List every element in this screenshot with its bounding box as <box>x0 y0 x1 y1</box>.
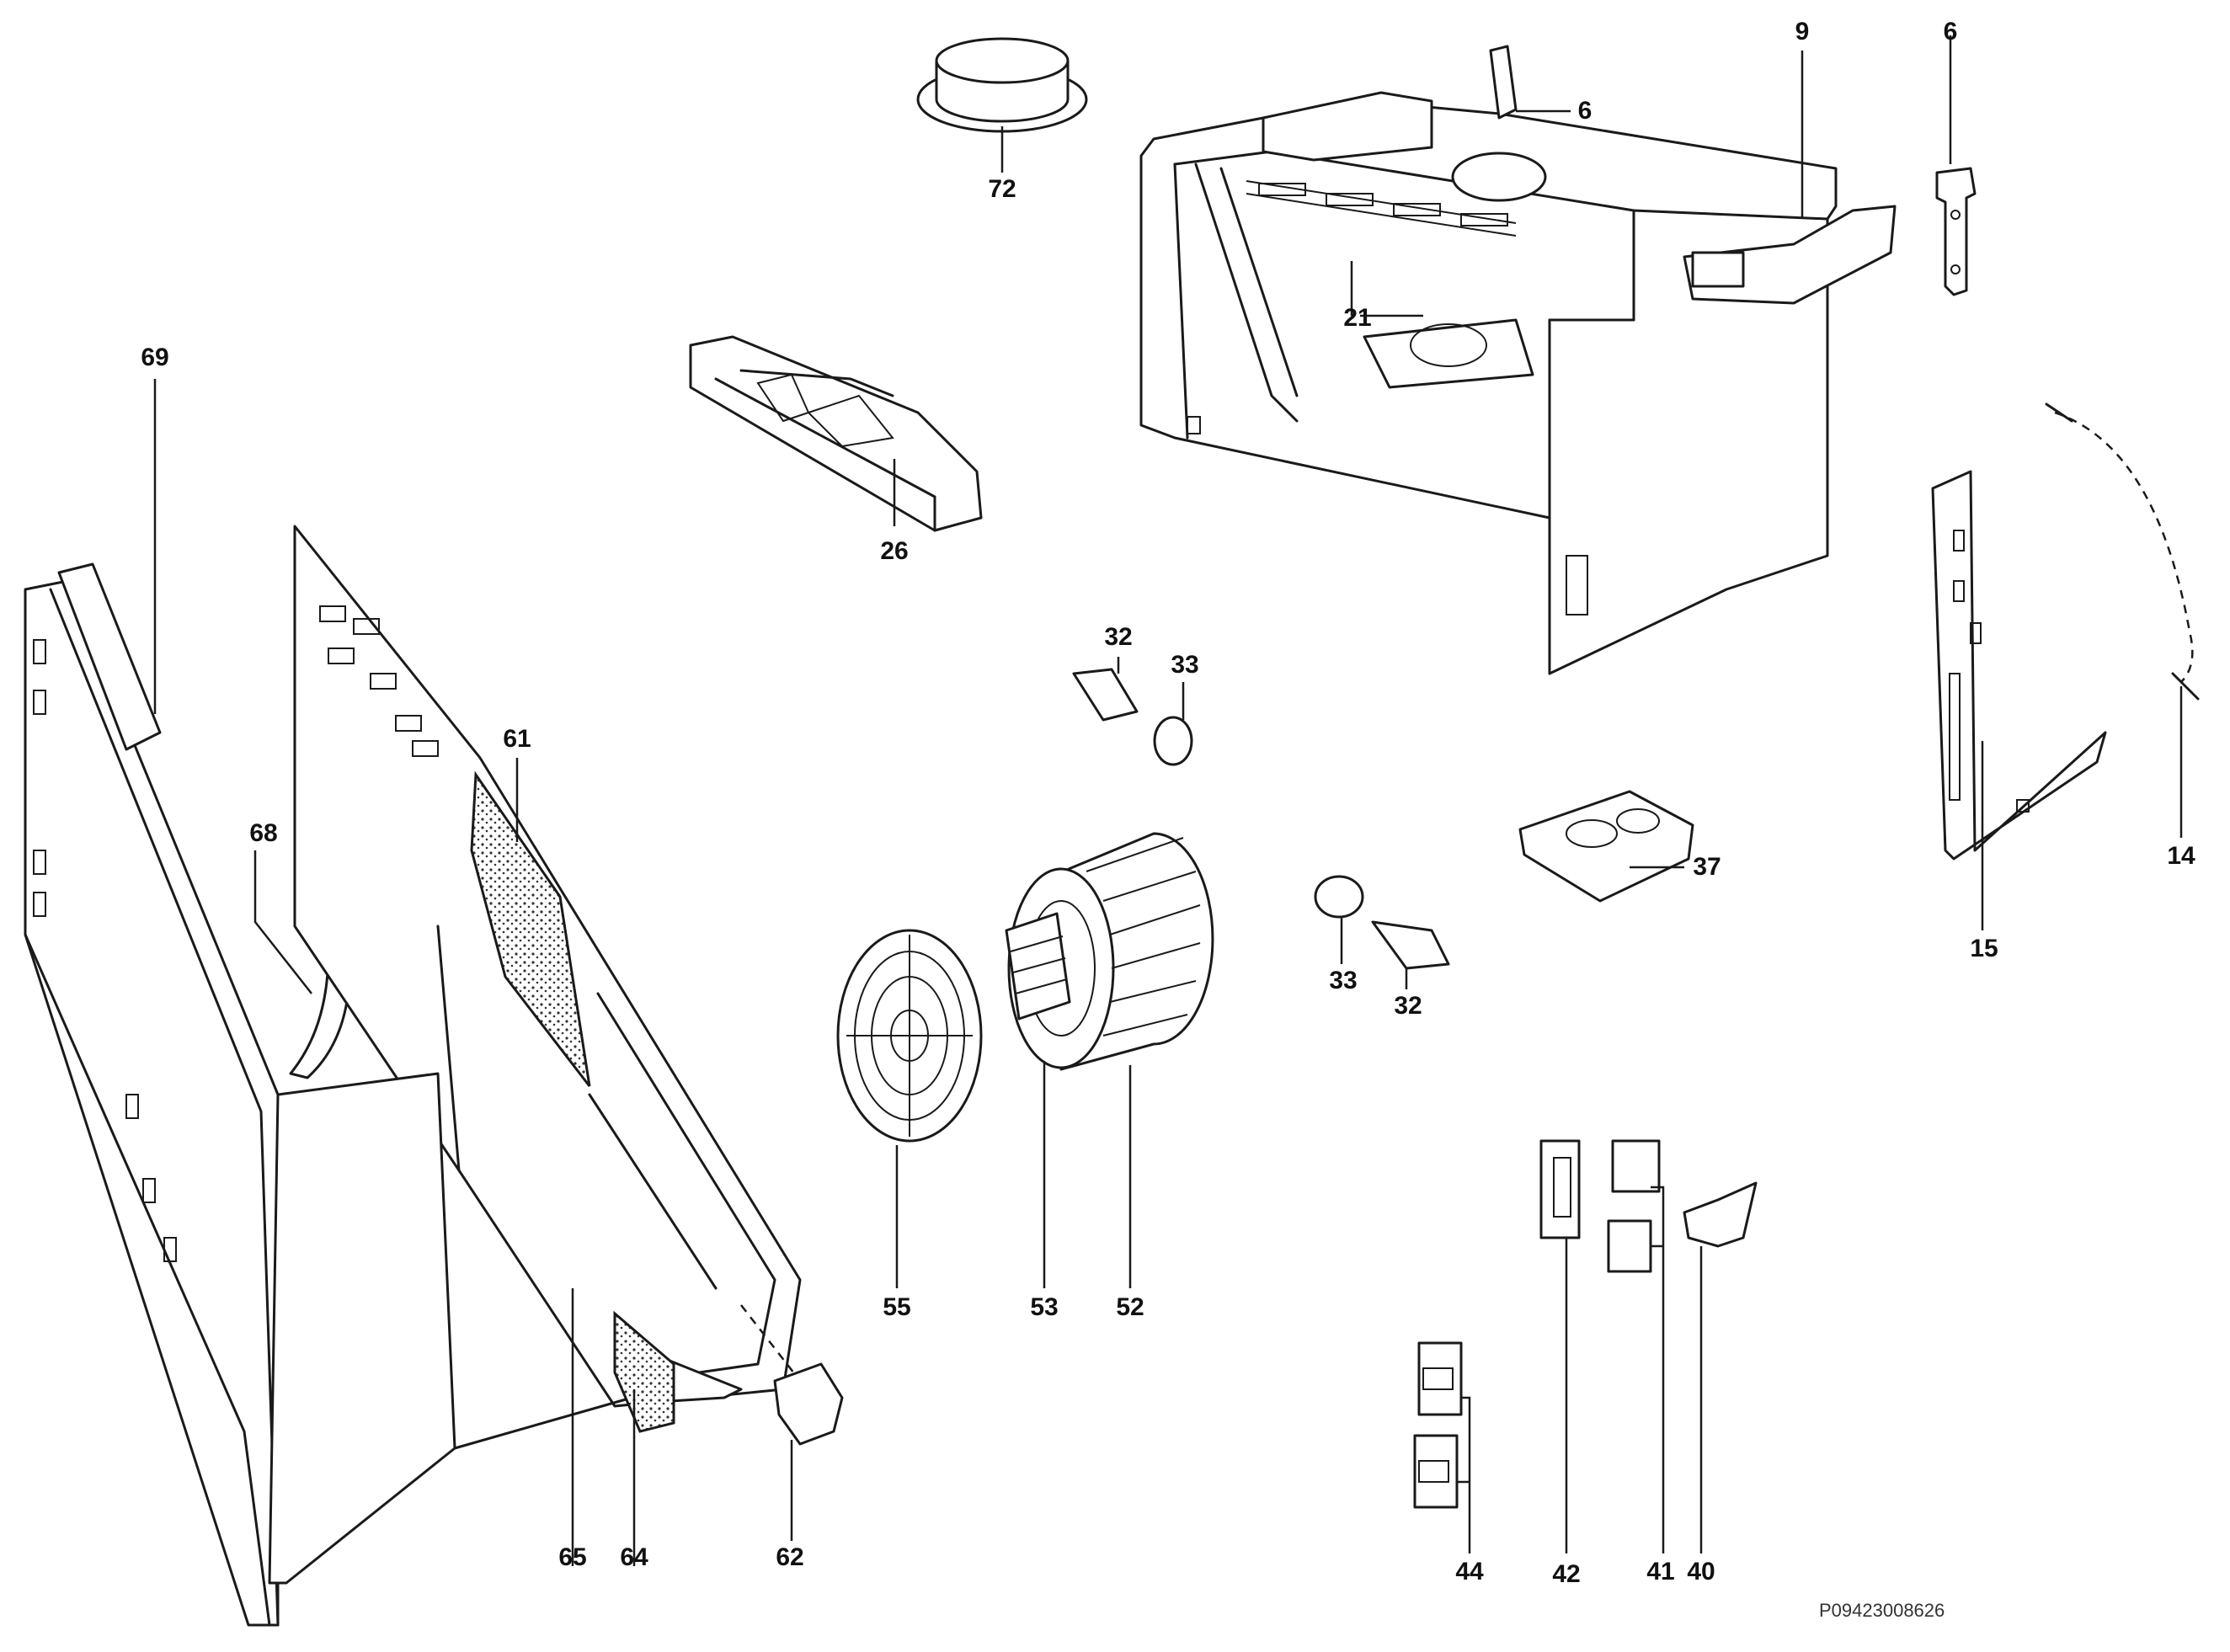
part-41-switch <box>1607 1139 1665 1553</box>
callout-41: 41 <box>1646 1558 1675 1585</box>
part-15-support-frame <box>1931 470 2107 930</box>
callout-72: 72 <box>988 175 1016 203</box>
callout-64: 64 <box>620 1543 648 1571</box>
callout-53: 53 <box>1030 1293 1059 1321</box>
callout-68: 68 <box>249 819 278 847</box>
callout-55: 55 <box>883 1293 911 1321</box>
drawing-reference-number: P09423008626 <box>1819 1600 1945 1621</box>
callout-44: 44 <box>1455 1558 1484 1585</box>
part-40-switch <box>1683 1181 1758 1553</box>
part-33-socket-lower <box>1314 875 1364 964</box>
part-55-fan-cover <box>836 929 983 1288</box>
part-6-bracket <box>1935 35 1977 296</box>
part-37-board <box>1518 790 1694 903</box>
callout-61: 61 <box>503 725 531 753</box>
part-53-motor <box>1005 912 1071 1288</box>
part-52-blower-wheel <box>1007 832 1214 1288</box>
callout-42: 42 <box>1552 1560 1581 1588</box>
callout-40: 40 <box>1687 1558 1715 1585</box>
callout-14: 14 <box>2167 842 2195 870</box>
part-61-filter <box>470 758 675 1566</box>
part-72-duct-collar <box>916 37 1088 173</box>
part-32-bulb-lower <box>1371 920 1450 989</box>
part-65-front-panel <box>268 525 802 1585</box>
callout-9: 9 <box>1795 18 1810 45</box>
part-housing <box>1139 45 1897 675</box>
callout-65: 65 <box>558 1543 587 1571</box>
callout-6-housing: 6 <box>1577 97 1592 125</box>
callout-21: 21 <box>1343 304 1372 332</box>
part-62-holder <box>740 1304 844 1541</box>
callout-33-lower: 33 <box>1329 967 1358 994</box>
part-44-buttons <box>1413 1341 1471 1553</box>
part-32-bulb-upper <box>1072 657 1139 722</box>
part-69-side-panel <box>24 379 280 1627</box>
callout-6-bracket: 6 <box>1943 18 1958 45</box>
part-33-socket-upper <box>1153 682 1193 766</box>
part-42-switch <box>1539 1139 1581 1553</box>
part-14-cable <box>2045 402 2200 838</box>
callout-69: 69 <box>141 344 169 371</box>
callout-33-upper: 33 <box>1171 651 1199 679</box>
callout-52: 52 <box>1116 1293 1144 1321</box>
callout-32-upper: 32 <box>1104 623 1133 651</box>
callout-15: 15 <box>1970 935 1998 962</box>
callout-26: 26 <box>880 537 909 565</box>
callout-32-lower: 32 <box>1394 992 1422 1020</box>
callout-37: 37 <box>1693 853 1721 881</box>
callout-62: 62 <box>776 1543 804 1571</box>
part-26-air-guide <box>689 335 983 532</box>
